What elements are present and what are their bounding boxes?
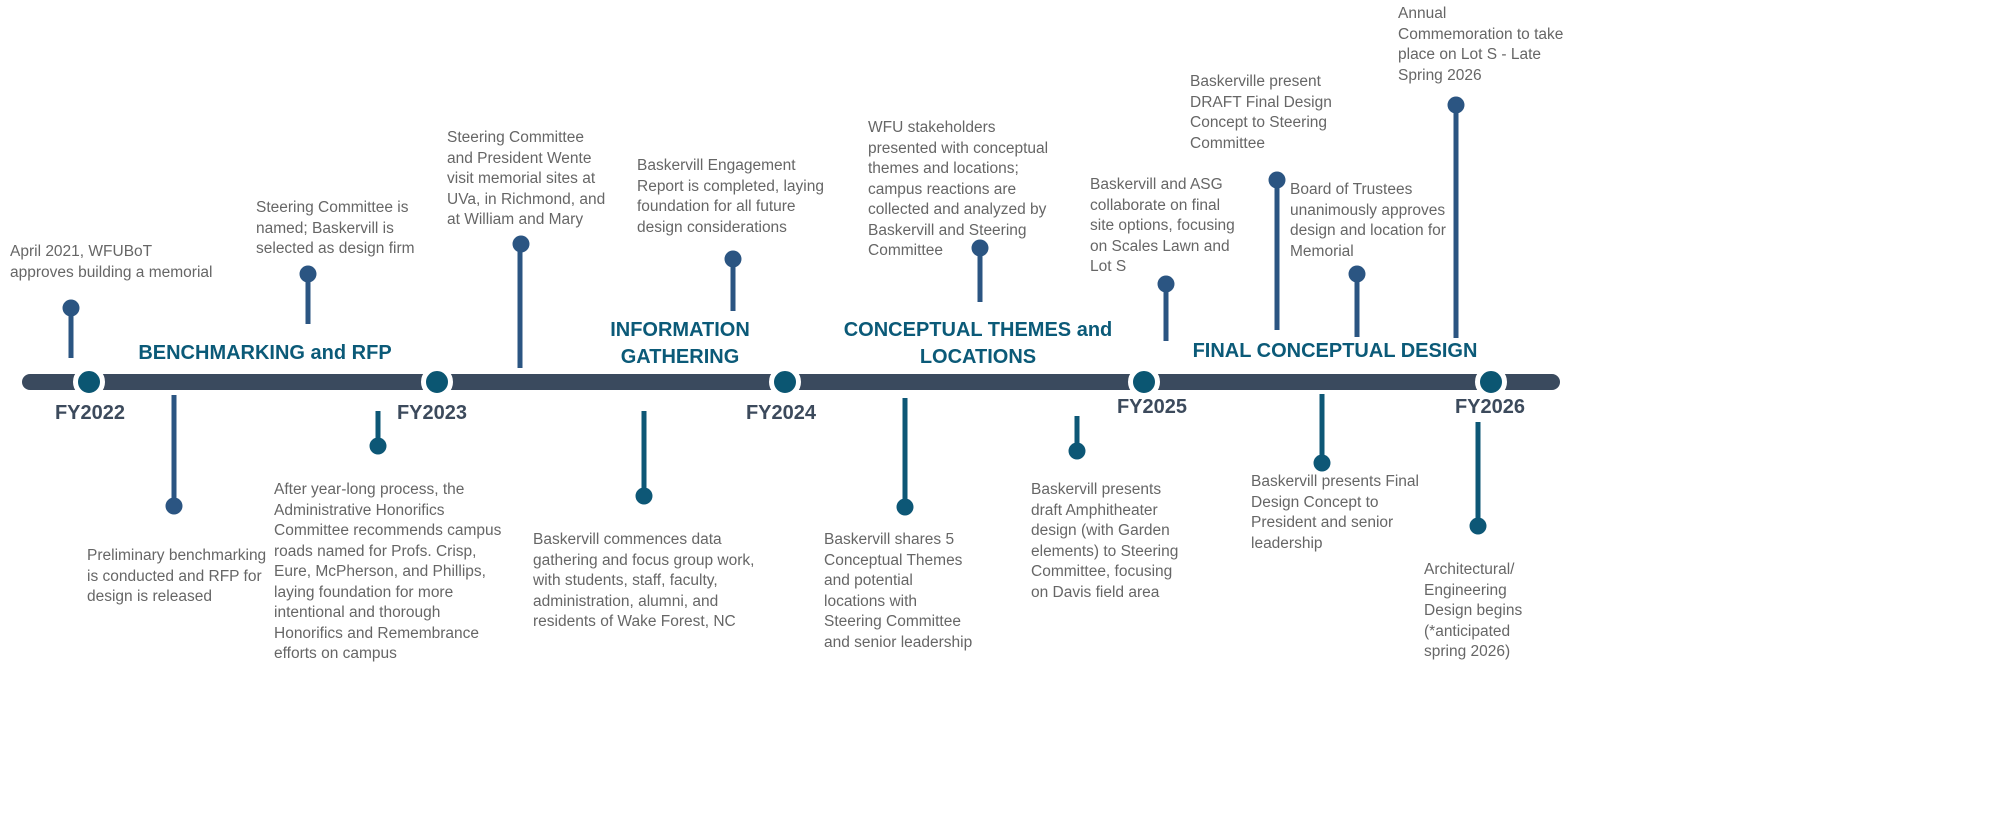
milestone-stem	[730, 259, 736, 311]
milestone-note: Steering Committee and President Wente v…	[447, 129, 606, 228]
phase-heading: CONCEPTUAL THEMES and LOCATIONS	[843, 319, 1113, 368]
milestone-note: Preliminary benchmarking is conducted an…	[87, 547, 267, 605]
milestone-note: After year-long process, the Administrat…	[274, 481, 502, 662]
milestone-stem	[517, 244, 523, 368]
milestone-dot	[896, 498, 914, 516]
milestone-note: WFU stakeholders presented with conceptu…	[868, 119, 1049, 259]
milestone-stem	[68, 308, 74, 358]
phase-heading: FINAL CONCEPTUAL DESIGN	[1192, 340, 1478, 362]
year-label: FY2024	[745, 402, 817, 424]
milestone-dot	[1068, 442, 1086, 460]
year-marker	[421, 366, 453, 398]
milestone-dot	[971, 239, 989, 257]
milestone-stem	[1354, 274, 1360, 337]
milestone-note: Baskervill presents Final Design Concept…	[1251, 473, 1419, 552]
milestone-dot	[62, 299, 80, 317]
milestone-dot	[1268, 171, 1286, 189]
milestone-dot	[512, 235, 530, 253]
year-marker	[769, 366, 801, 398]
milestone-dot	[165, 497, 183, 515]
milestone-stem	[902, 398, 908, 507]
milestone-dot	[369, 437, 387, 455]
milestone-note: Steering Committee is named; Baskervill …	[256, 199, 415, 257]
milestone-stem	[1453, 105, 1459, 338]
milestone-note: Architectural/ Engineering Design begins…	[1424, 561, 1523, 660]
year-marker	[73, 366, 105, 398]
phase-heading: INFORMATION GATHERING	[610, 319, 750, 368]
year-label: FY2025	[1116, 396, 1188, 418]
milestone-note: Board of Trustees unanimously approves d…	[1290, 181, 1446, 260]
milestone-dot	[635, 487, 653, 505]
milestone-stem	[171, 395, 177, 505]
milestone-stem	[1274, 180, 1280, 330]
milestone-note: April 2021, WFUBoT approves building a m…	[10, 243, 213, 281]
milestone-stem	[375, 411, 381, 446]
milestone-dot	[1157, 275, 1175, 293]
milestone-note: Baskervill Engagement Report is complete…	[637, 157, 824, 236]
milestone-stem	[1074, 416, 1080, 451]
milestone-note: Baskervill shares 5 Conceptual Themes an…	[824, 531, 973, 651]
milestone-stem	[1475, 422, 1481, 526]
milestone-note: Baskervill and ASG collaborate on final …	[1090, 176, 1235, 275]
milestone-stem	[305, 274, 311, 324]
milestone-dot	[724, 250, 742, 268]
milestone-note: Baskervill commences data gathering and …	[533, 531, 755, 630]
year-marker	[1128, 366, 1160, 398]
milestone-dot	[1469, 517, 1487, 535]
milestone-stem	[977, 248, 983, 302]
year-label: FY2022	[54, 402, 126, 424]
milestone-dot	[1447, 96, 1465, 114]
milestone-stem	[1163, 284, 1169, 341]
milestone-stem	[641, 411, 647, 496]
year-marker	[1475, 366, 1507, 398]
phase-heading: BENCHMARKING and RFP	[138, 342, 392, 364]
milestone-dot	[1313, 454, 1331, 472]
year-label: FY2023	[396, 402, 468, 424]
milestone-stem	[1319, 394, 1325, 463]
milestone-note: Annual Commemoration to take place on Lo…	[1398, 5, 1564, 84]
milestone-note: Baskerville present DRAFT Final Design C…	[1190, 73, 1332, 152]
year-label: FY2026	[1454, 396, 1526, 418]
milestone-dot	[299, 265, 317, 283]
milestone-note: Baskervill presents draft Amphitheater d…	[1031, 481, 1179, 601]
milestone-dot	[1348, 265, 1366, 283]
